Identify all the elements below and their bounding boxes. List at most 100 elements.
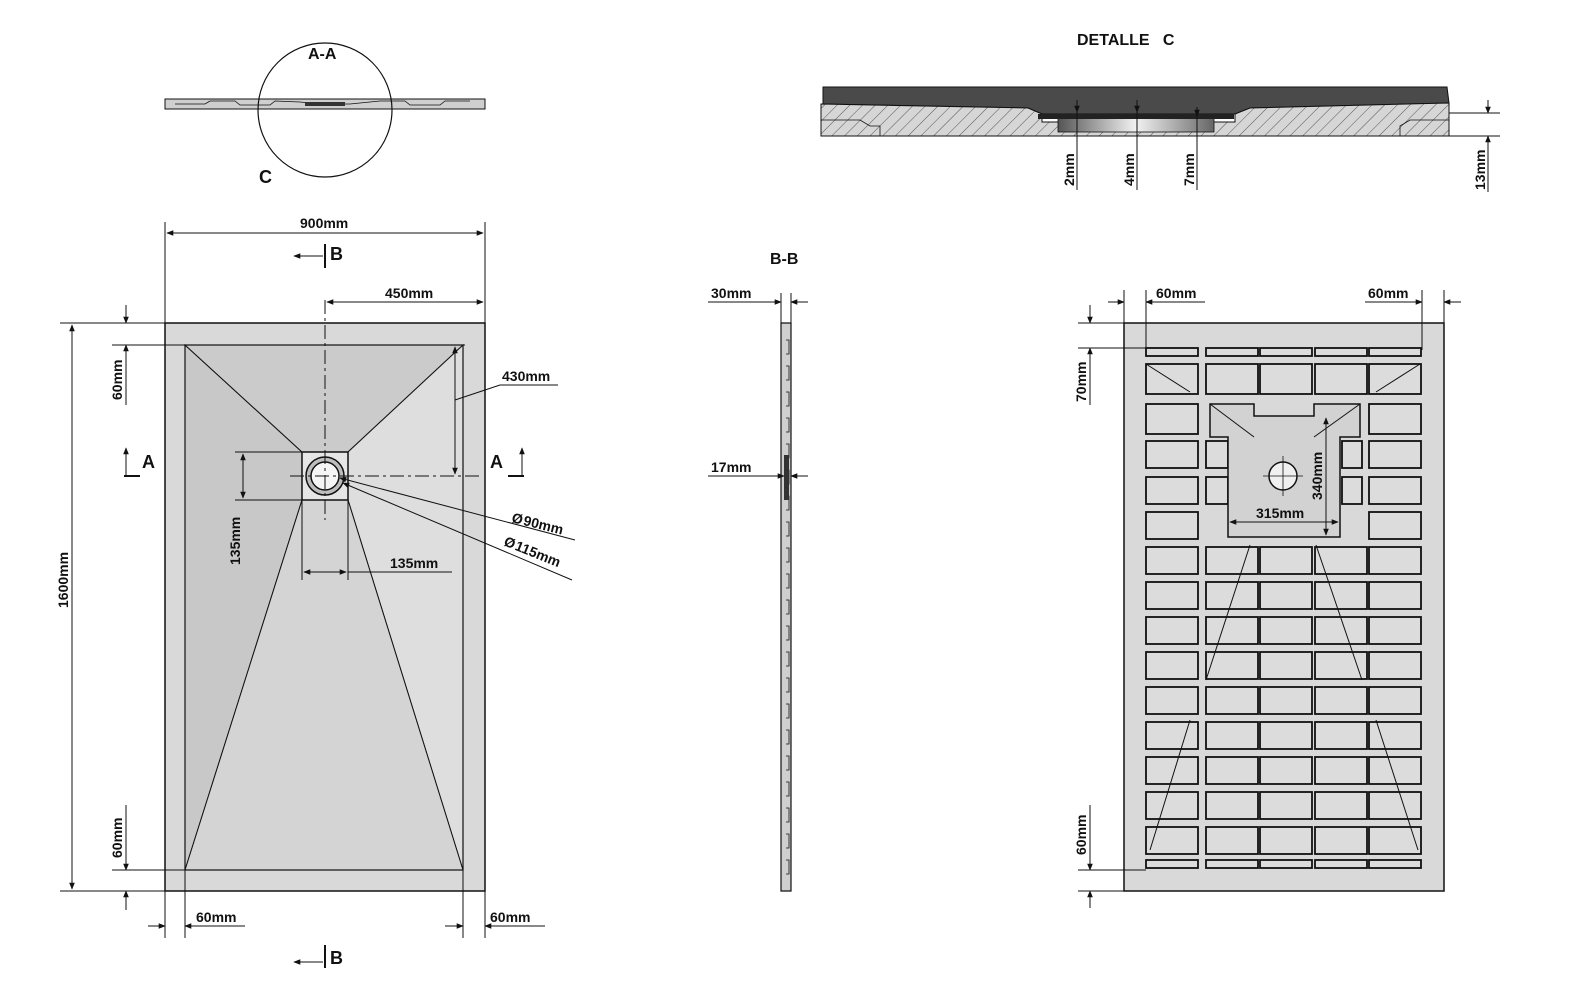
section-a-left: A xyxy=(142,452,155,472)
rib-cell xyxy=(1145,686,1199,715)
rib-cell xyxy=(1259,581,1313,610)
section-aa-drain xyxy=(305,102,345,106)
rib-cell xyxy=(1205,347,1259,357)
rib-cell xyxy=(1314,546,1368,575)
underside-view: 60mm 60mm 70mm 60mm 340mm 315mm xyxy=(1073,285,1461,908)
section-b-bottom: B xyxy=(330,948,343,968)
underside-dim-center-width: 315mm xyxy=(1256,505,1304,521)
rib-cell xyxy=(1145,791,1199,820)
inner-border xyxy=(184,344,464,871)
rib-cell xyxy=(1314,826,1368,855)
rib-cell xyxy=(1205,791,1259,820)
rib-cell xyxy=(1205,756,1259,785)
detail-c-dim-13mm: 13mm xyxy=(1472,150,1488,190)
rib-cell xyxy=(1205,476,1229,505)
rib-cell xyxy=(1145,476,1199,505)
rib-cell xyxy=(1205,440,1229,469)
dim-length: 1600mm xyxy=(55,552,71,608)
rib-cell xyxy=(1368,546,1422,575)
rib-cell xyxy=(1368,476,1422,505)
rib-cell xyxy=(1205,686,1259,715)
rib-cell xyxy=(1145,403,1199,435)
slope-line xyxy=(1375,363,1421,393)
plan-view: 900mm 450mm B B A A 1600mm 60mm 60mm xyxy=(55,215,576,968)
rib-cell xyxy=(1145,651,1199,680)
rib-cell xyxy=(1259,859,1313,869)
rib-cell xyxy=(1259,826,1313,855)
rib-cell xyxy=(1314,721,1368,750)
rib-cell xyxy=(1368,826,1422,855)
rib-cell xyxy=(1314,651,1368,680)
dim-width: 900mm xyxy=(300,215,348,231)
rib-cell xyxy=(1314,686,1368,715)
rib-cell xyxy=(1368,363,1422,395)
section-bb-label: B-B xyxy=(770,251,798,268)
dim-border-right: 60mm xyxy=(490,909,530,925)
rib-cell xyxy=(1145,826,1199,855)
rib-cell xyxy=(1145,546,1199,575)
underside-dim-bottom: 60mm xyxy=(1073,815,1089,855)
rib-cell xyxy=(1259,756,1313,785)
underside-dim-top: 70mm xyxy=(1073,362,1089,402)
rib-cell xyxy=(1205,859,1259,869)
detail-c-dim-2mm: 2mm xyxy=(1061,153,1077,186)
rib-cell xyxy=(1314,616,1368,645)
rib-cell xyxy=(1368,791,1422,820)
detail-c: DETALLE C 2mm 4mm 7mm 13mm xyxy=(820,32,1500,192)
rib-cell xyxy=(1145,511,1199,540)
detail-c-circle xyxy=(257,42,393,178)
rib-cell xyxy=(1205,363,1259,395)
rib-cell xyxy=(1205,721,1259,750)
rib-cell xyxy=(1368,686,1422,715)
slope-line xyxy=(1375,719,1419,851)
rib-cell xyxy=(1259,546,1313,575)
rib-cell xyxy=(1368,616,1422,645)
rib-cell xyxy=(1259,616,1313,645)
rib-cell xyxy=(1145,440,1199,469)
dim-border-top: 60mm xyxy=(109,360,125,400)
rib-cell xyxy=(1259,686,1313,715)
section-a-right: A xyxy=(490,452,503,472)
section-bb: B-B 30mm 17mm xyxy=(708,251,808,892)
rib-cell xyxy=(1368,511,1422,540)
rib-cell xyxy=(1341,476,1363,505)
dim-drain-offset: 450mm xyxy=(385,285,433,301)
dim-diam-115: Ø 115mm xyxy=(502,533,563,570)
slope-line xyxy=(1149,719,1191,851)
rib-cell xyxy=(1368,651,1422,680)
rib-cell xyxy=(1259,347,1313,357)
dim-thickness: 30mm xyxy=(711,285,751,301)
rib-cell xyxy=(1314,581,1368,610)
rib-cell xyxy=(1205,581,1259,610)
dim-drain-box-height: 135mm xyxy=(227,517,243,565)
section-bb-drain xyxy=(784,455,789,500)
rib-cell xyxy=(1205,546,1259,575)
svg-text:90mm: 90mm xyxy=(522,512,565,537)
section-bb-ribs xyxy=(786,339,790,875)
underside-dim-right: 60mm xyxy=(1368,285,1408,301)
detail-c-ribs xyxy=(821,119,1449,136)
svg-text:Ø: Ø xyxy=(510,509,525,527)
rib-cell xyxy=(1259,721,1313,750)
section-bb-profile xyxy=(780,322,792,892)
rib-cell xyxy=(1368,581,1422,610)
slope-line xyxy=(1205,544,1251,681)
rib-cell xyxy=(1259,791,1313,820)
rib-cell xyxy=(1145,616,1199,645)
rib-cell xyxy=(1145,347,1199,357)
section-b-top: B xyxy=(330,244,343,264)
underside-dim-left: 60mm xyxy=(1156,285,1196,301)
rib-cell xyxy=(1368,440,1422,469)
slope-line xyxy=(1315,544,1363,681)
rib-cell xyxy=(1341,440,1363,469)
detail-c-drain xyxy=(1057,117,1215,133)
rib-cell xyxy=(1368,347,1422,357)
underside-dim-center-height: 340mm xyxy=(1309,452,1325,500)
rib-cell xyxy=(1314,859,1368,869)
dim-border-left: 60mm xyxy=(196,909,236,925)
rib-cell xyxy=(1145,859,1199,869)
dim-drain-depth: 17mm xyxy=(711,459,751,475)
rib-cell xyxy=(1259,651,1313,680)
rib-cell xyxy=(1314,756,1368,785)
detail-c-marker: C xyxy=(259,167,272,187)
